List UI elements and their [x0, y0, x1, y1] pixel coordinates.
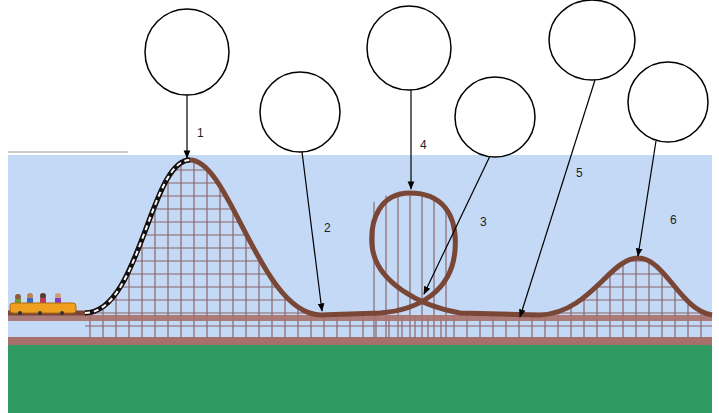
- callout-number: 4: [420, 138, 427, 152]
- answer-bubbles: [145, 0, 708, 157]
- sky: [8, 155, 712, 340]
- callout-number: 6: [670, 213, 677, 227]
- coaster-track: [8, 160, 712, 315]
- callout-number: 5: [576, 166, 583, 180]
- rule-line: [8, 152, 128, 153]
- lift-chain-links: [85, 160, 190, 313]
- grass: [8, 345, 712, 413]
- base-rail: [8, 337, 712, 345]
- leader-arrows: [187, 80, 656, 317]
- lift-chain: [85, 160, 190, 313]
- callout-number: 3: [480, 215, 487, 229]
- callout-number: 2: [324, 221, 331, 235]
- callout-number: 1: [197, 126, 204, 140]
- coaster-train: [10, 293, 76, 315]
